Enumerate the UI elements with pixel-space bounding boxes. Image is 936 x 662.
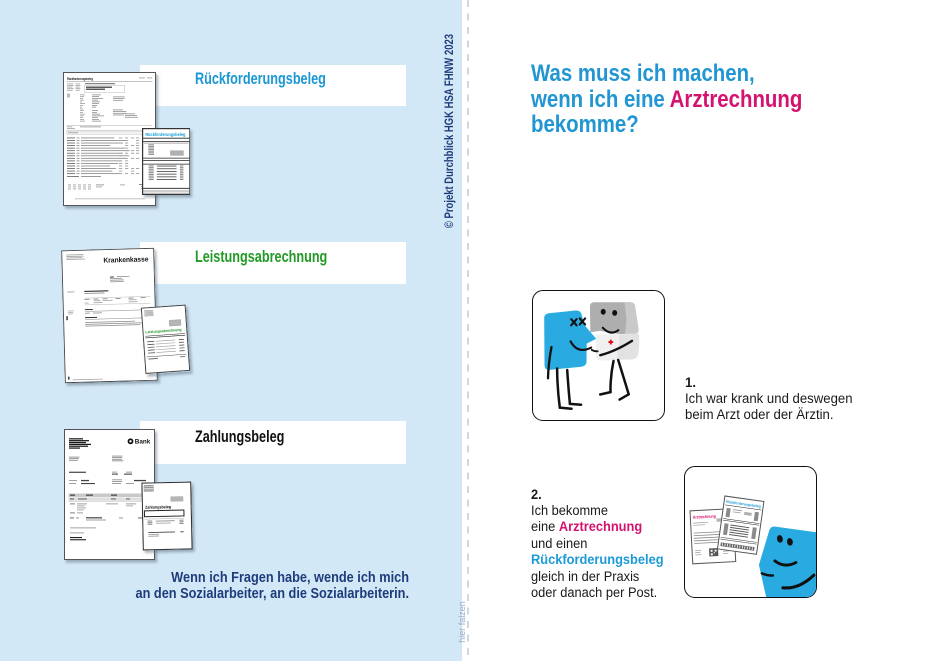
svg-text:Leistungsabrechnung: Leistungsabrechnung	[145, 328, 182, 335]
svg-text:Bank: Bank	[135, 439, 151, 446]
svg-text:Rückforderungsbeleg: Rückforderungsbeleg	[726, 500, 762, 509]
svg-text:Rückforderungsbeleg: Rückforderungsbeleg	[145, 132, 185, 137]
svg-text:Rückforderungsbeleg: Rückforderungsbeleg	[67, 77, 93, 81]
svg-text:Arztrechnung: Arztrechnung	[692, 514, 715, 520]
svg-text:Krankenkasse: Krankenkasse	[103, 254, 148, 264]
svg-text:Zahlungsbeleg: Zahlungsbeleg	[145, 504, 171, 510]
